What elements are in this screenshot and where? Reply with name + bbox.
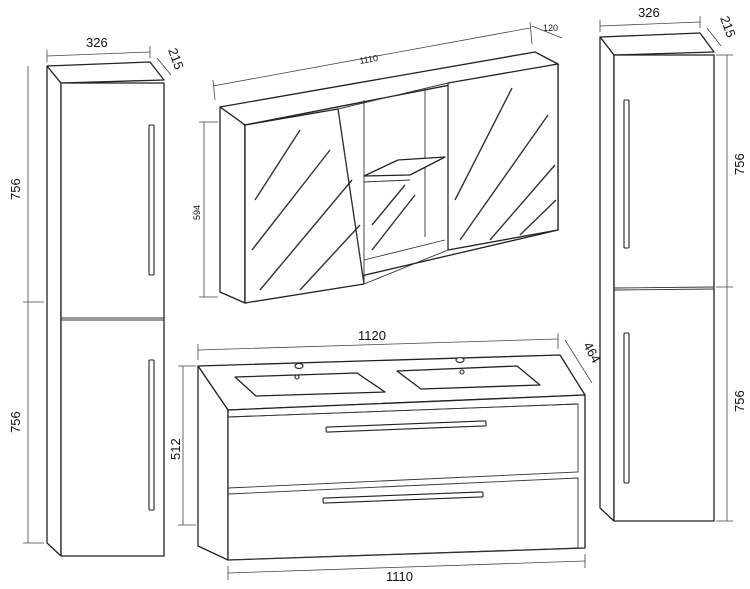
right-upper-height-label: 756: [732, 153, 747, 175]
left-cabinet-dimensions: 326 215 756 756: [8, 35, 187, 544]
mirror-depth-label: 120: [543, 23, 558, 33]
mirror-shelf: [363, 156, 446, 177]
mirror-cabinet: [219, 51, 559, 304]
left-depth-label: 215: [165, 46, 187, 72]
right-lower-height-label: 756: [732, 390, 747, 412]
right-width-label: 326: [638, 5, 660, 20]
left-lower-height-label: 756: [8, 411, 23, 433]
sink-basin-right: [396, 365, 541, 390]
mirror-cabinet-dimensions: 1110 120 594: [192, 21, 563, 298]
vanity-unit: [197, 354, 586, 561]
drawer-lower-handle: [322, 491, 484, 504]
mirror-door-right: [447, 63, 559, 251]
faucet-hole-left: [294, 362, 304, 370]
left-width-label: 326: [86, 35, 108, 50]
left-upper-height-label: 756: [8, 178, 23, 200]
left-tall-cabinet: [46, 61, 165, 557]
right-cabinet-dimensions: 326 215 756 756: [599, 5, 747, 522]
right-tall-cabinet: [599, 32, 715, 522]
right-upper-handle: [623, 99, 630, 249]
right-lower-handle: [623, 332, 630, 484]
vanity-height-label: 512: [168, 438, 183, 460]
drawer-upper-handle: [325, 420, 487, 433]
left-lower-handle: [148, 359, 155, 511]
sink-basin-left: [234, 372, 386, 397]
mirror-height-label: 594: [192, 205, 202, 220]
drain-right: [459, 369, 465, 375]
vanity-top-width-label: 1120: [358, 328, 386, 343]
mirror-width-label: 1110: [359, 53, 379, 66]
faucet-hole-right: [455, 356, 465, 364]
right-depth-label: 215: [717, 14, 739, 40]
drain-left: [294, 374, 300, 380]
drawer-upper: [227, 403, 579, 489]
vanity-body-width-label: 1110: [386, 569, 413, 584]
drawer-lower: [227, 477, 579, 561]
left-upper-handle: [148, 124, 155, 276]
